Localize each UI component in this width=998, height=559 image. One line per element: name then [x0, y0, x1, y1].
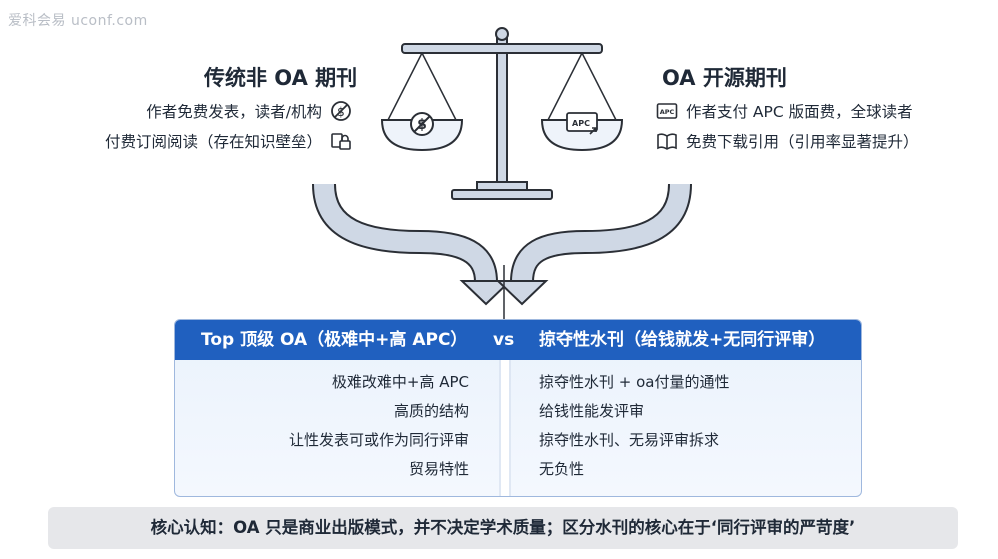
vs-label: vs [493, 330, 515, 350]
flow-arrows [312, 183, 692, 320]
list-item: 高质的结构 [393, 402, 469, 420]
list-item: 无负性 [539, 460, 585, 478]
left-side-line-1: 作者免费发表，读者/机构 $ [146, 100, 352, 122]
left-side-line-2: 付费订阅阅读（存在知识壁垒） [105, 130, 352, 152]
list-item: 让性发表可或作为同行评审 [288, 431, 469, 449]
scale-base [451, 189, 553, 200]
scale-top-knob [495, 27, 509, 41]
list-item: 掠夺性水刊 + oa付量的通性 [539, 373, 730, 391]
comparison-header: Top 顶级 OA（极难中+高 APC） vs 掠夺性水刊（给钱就发+无同行评审… [175, 320, 861, 360]
predatory-list: 掠夺性水刊 + oa付量的通性 给钱性能发评审 掠夺性水刊、无易评审拆求 无负性 [539, 368, 839, 484]
apc-pan-label: APC [572, 119, 590, 128]
right-side-line-1: APC 作者支付 APC 版面费，全球读者 [656, 100, 913, 122]
list-item: 极难改难中+高 APC [331, 373, 469, 391]
left-flow-arrow-head [459, 280, 513, 306]
scale-base-top [476, 181, 528, 191]
balance-scale: $ APC [380, 27, 624, 200]
open-book-icon [657, 133, 677, 150]
panel-divider [499, 360, 511, 496]
top-oa-header: Top 顶级 OA（极难中+高 APC） [201, 330, 468, 350]
right-flow-arrow-head [495, 280, 549, 306]
key-insight-banner: 核心认知：OA 只是商业出版模式，并不决定学术质量；区分水刊的核心在于‘同行评审… [48, 507, 958, 549]
scale-beam [401, 43, 603, 54]
left-flow-arrow-body [314, 183, 496, 283]
right-side-line-2: 免费下载引用（引用率显著提升） [656, 130, 919, 152]
no-dollar-icon: $ [331, 101, 351, 121]
watermark: 爱科会易 uconf.com [8, 13, 148, 29]
comparison-panel: Top 顶级 OA（极难中+高 APC） vs 掠夺性水刊（给钱就发+无同行评审… [174, 319, 862, 497]
list-item: 给钱性能发评审 [539, 402, 645, 420]
right-scale-pan [540, 119, 624, 152]
top-oa-list: 极难改难中+高 APC 高质的结构 让性发表可或作为同行评审 贸易特性 [175, 368, 469, 484]
apc-card-icon: APC [656, 103, 678, 119]
list-item: 贸易特性 [408, 460, 469, 478]
no-dollar-icon: $ [410, 112, 434, 136]
predatory-header: 掠夺性水刊（给钱就发+无同行评审） [539, 330, 826, 350]
right-side-title: OA 开源期刊 [662, 66, 787, 90]
svg-text:APC: APC [660, 108, 675, 116]
scale-post [496, 33, 508, 185]
lock-icon [331, 133, 351, 150]
right-flow-arrow-body [512, 183, 690, 283]
apc-icon: APC [566, 112, 598, 135]
left-side-title: 传统非 OA 期刊 [204, 66, 358, 90]
list-item: 掠夺性水刊、无易评审拆求 [539, 431, 720, 449]
